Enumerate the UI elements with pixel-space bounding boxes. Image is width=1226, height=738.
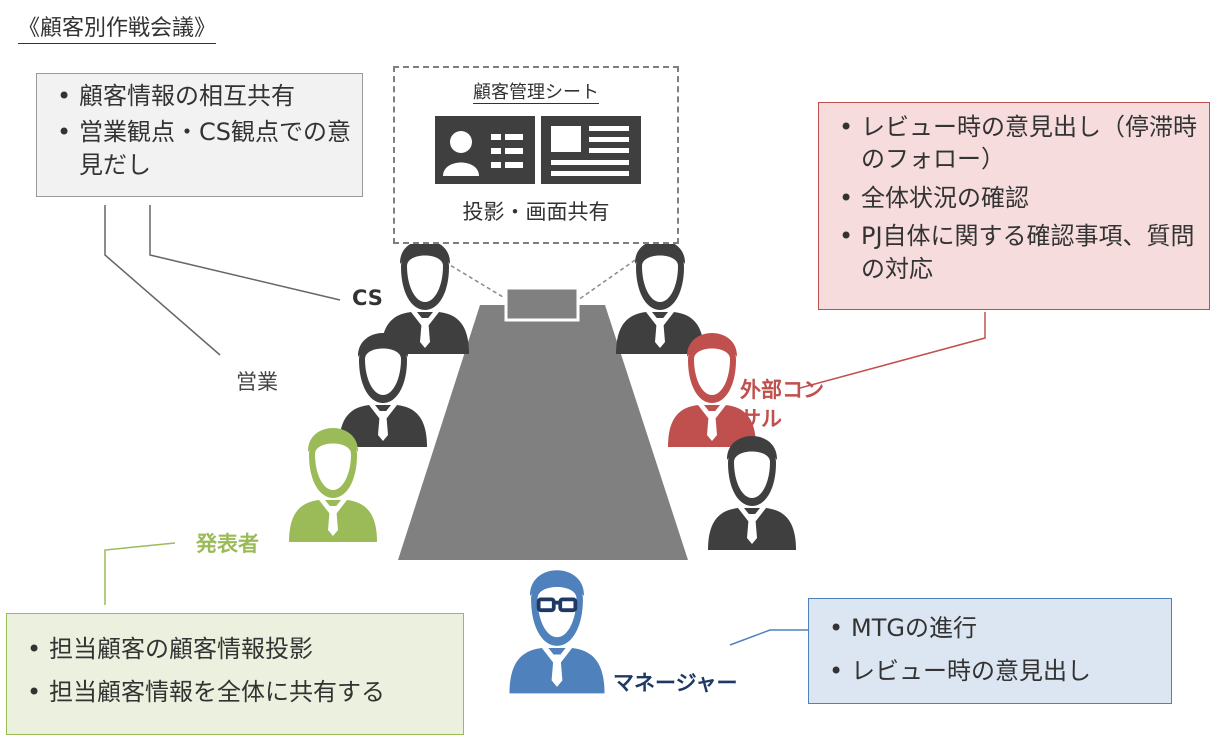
manager-role-box: MTGの進行 レビュー時の意見出し — [808, 598, 1172, 704]
document-icon — [541, 116, 641, 184]
meeting-table — [398, 305, 688, 560]
list-item: PJ自体に関する確認事項、質問の対応 — [829, 220, 1199, 285]
list-item: 担当顧客の顧客情報投影 — [17, 632, 453, 667]
page-title: 《顧客別作戦会議》 — [18, 10, 217, 44]
list-item: 全体状況の確認 — [829, 182, 1199, 215]
list-item: 担当顧客情報を全体に共有する — [17, 675, 453, 710]
manager-label: マネージャー — [613, 671, 738, 695]
customer-sheet-panel: 顧客管理シート 投影・画面共有 — [393, 66, 679, 244]
list-item: レビュー時の意見出し — [819, 654, 1161, 689]
consultant-connector-line — [799, 312, 986, 389]
manager-person-icon — [509, 570, 605, 694]
sheet-title: 顧客管理シート — [473, 82, 599, 104]
consultant-label: 外部コンサル — [740, 378, 824, 432]
sales-label: 営業 — [236, 370, 278, 394]
profile-card-icon — [435, 116, 535, 184]
presenter-label: 発表者 — [196, 532, 259, 556]
presenter-connector-line — [104, 542, 176, 605]
sheet-caption: 投影・画面共有 — [462, 200, 610, 224]
sales-connector-line — [104, 205, 221, 356]
glasses-icon — [536, 597, 578, 613]
manager-connector-line — [729, 629, 808, 646]
cs-sales-role-box: 顧客情報の相互共有 営業観点・CS観点での意見だし — [36, 73, 363, 197]
attendee-person-icon — [708, 436, 796, 550]
list-item: MTGの進行 — [819, 611, 1161, 646]
consultant-role-box: レビュー時の意見出し（停滞時のフォロー） 全体状況の確認 PJ自体に関する確認事… — [818, 102, 1210, 310]
screen — [504, 286, 580, 322]
list-item: 営業観点・CS観点での意見だし — [47, 116, 352, 183]
sheet-icons — [435, 116, 641, 184]
attendee-person-icon — [616, 240, 704, 354]
presenter-role-box: 担当顧客の顧客情報投影 担当顧客情報を全体に共有する — [6, 613, 464, 735]
list-item: レビュー時の意見出し（停滞時のフォロー） — [829, 111, 1199, 176]
cs-connector-line — [149, 205, 341, 301]
list-item: 顧客情報の相互共有 — [47, 80, 352, 114]
cs-label: CS — [352, 286, 383, 310]
